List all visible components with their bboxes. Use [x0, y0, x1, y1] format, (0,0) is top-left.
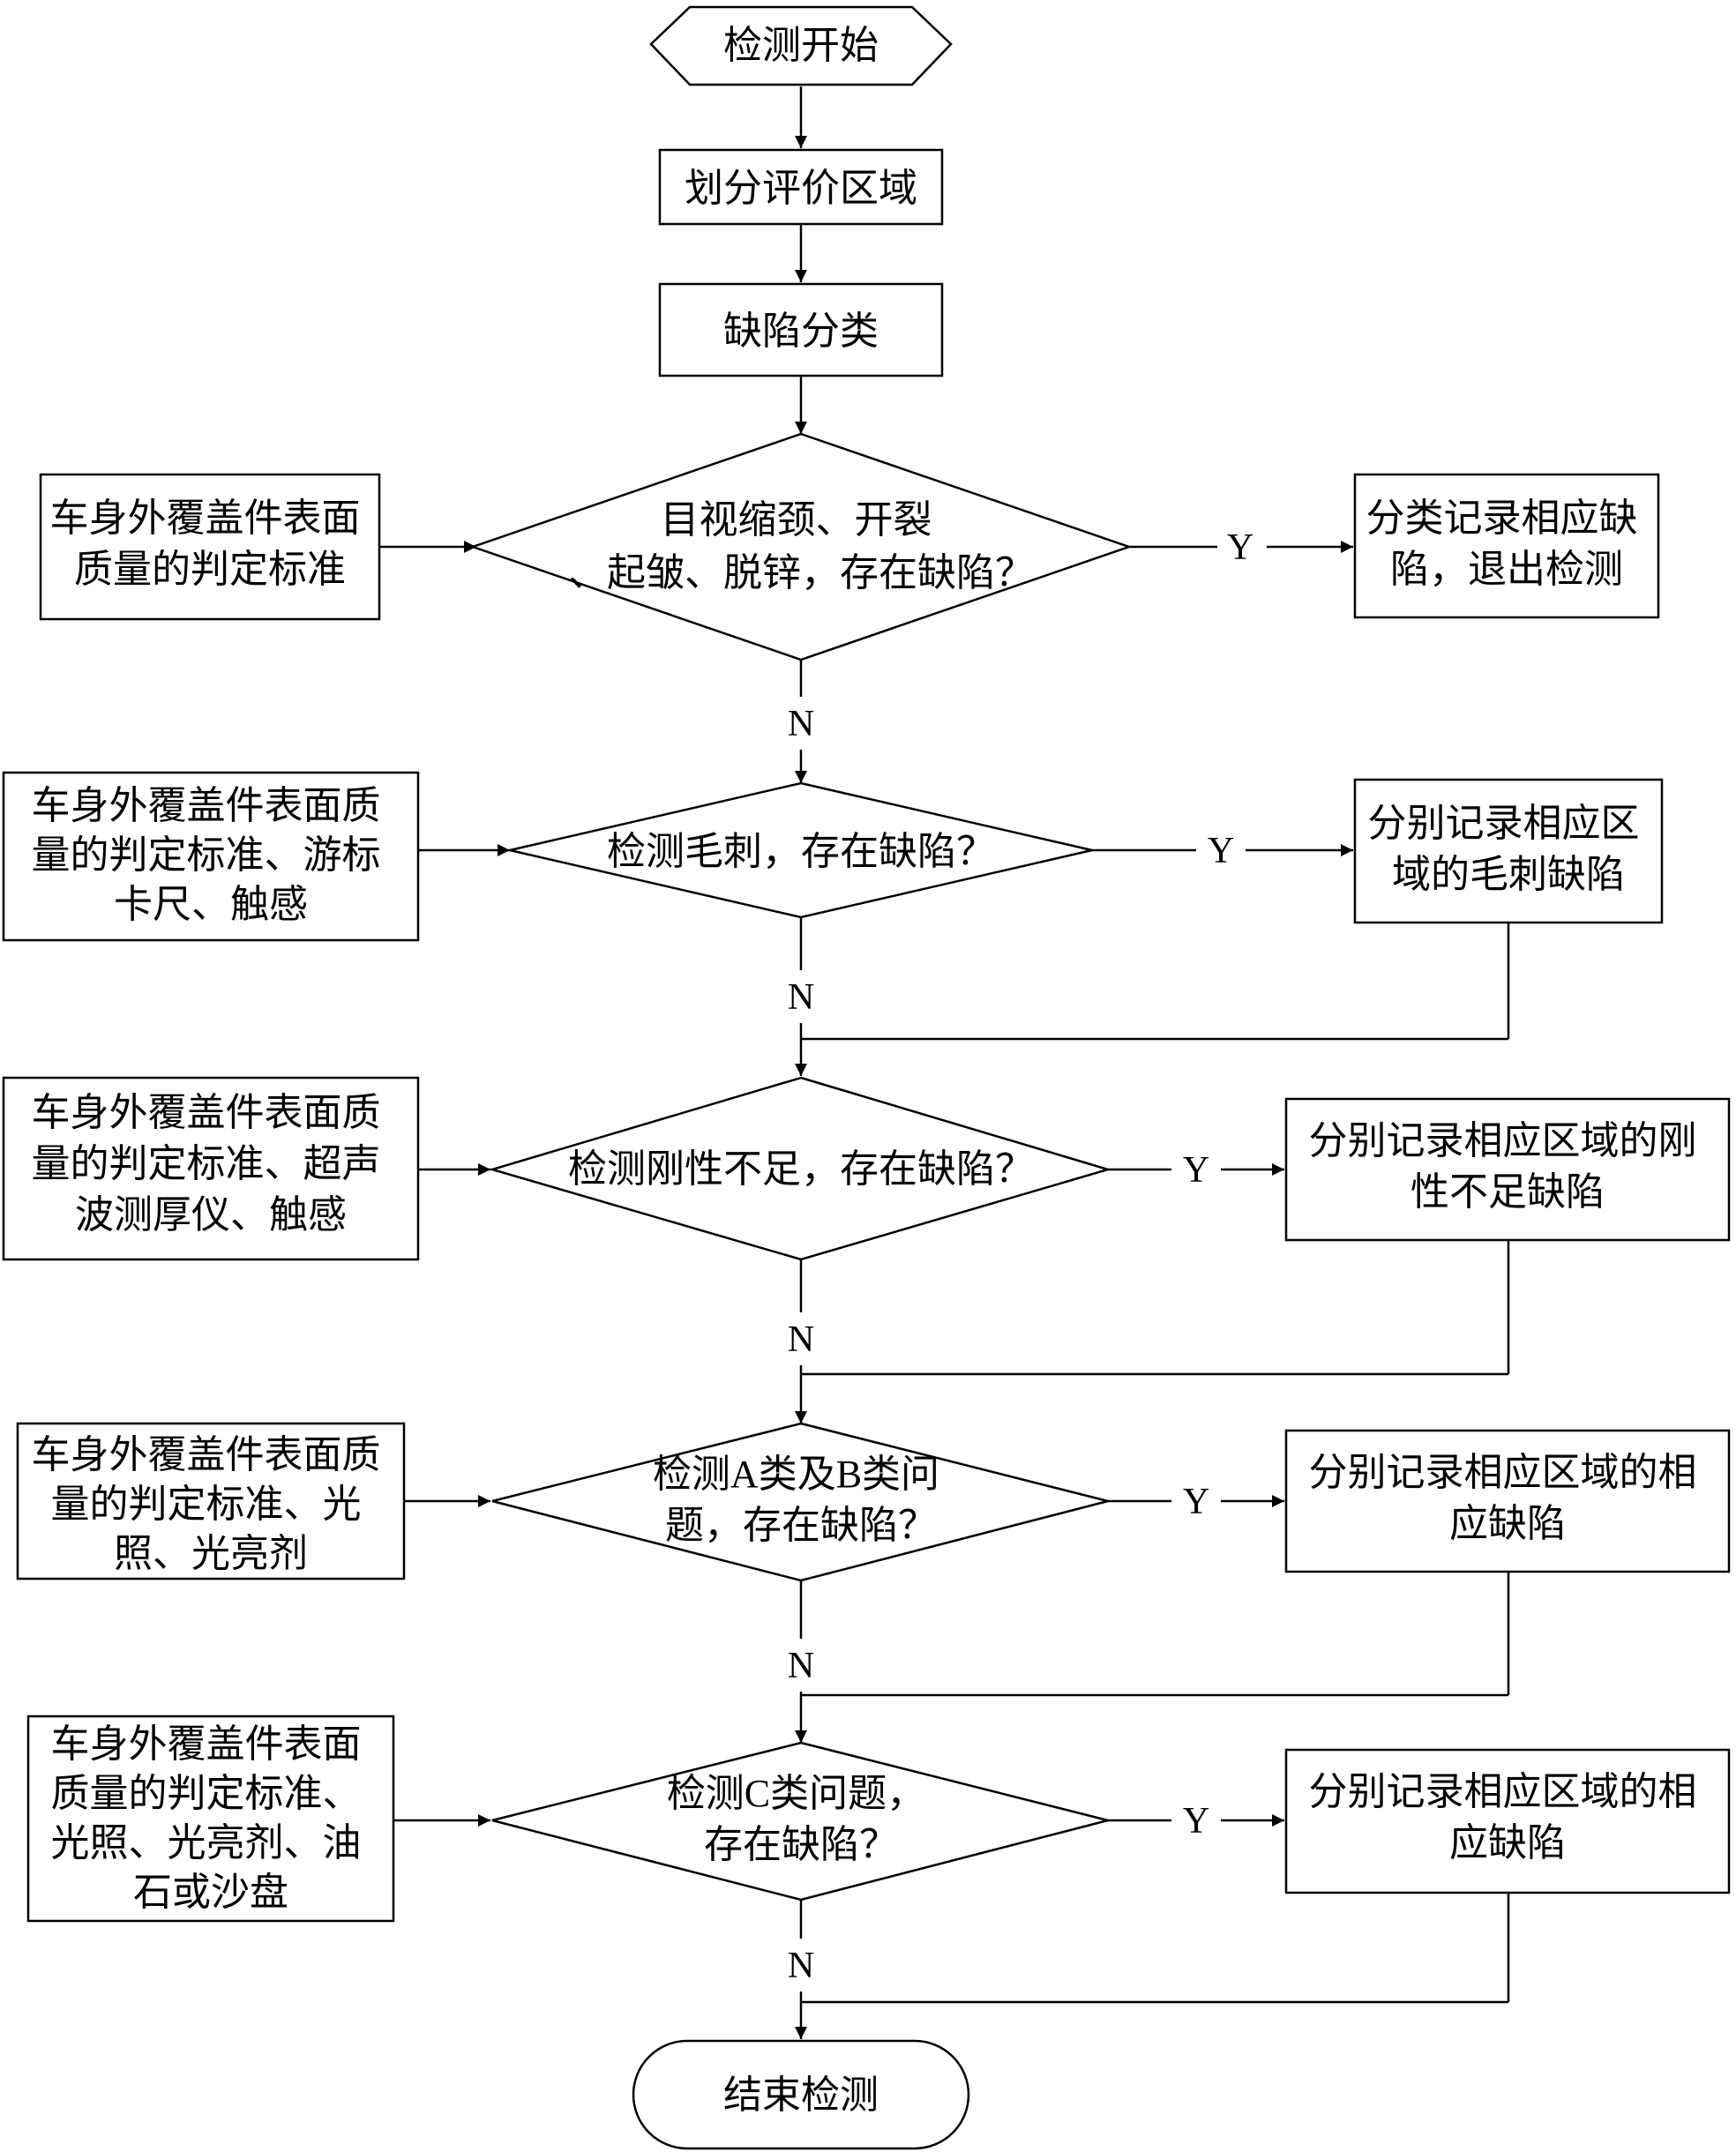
result3-text: 分别记录相应区域的刚 性不足缺陷 — [1309, 1119, 1707, 1214]
criteria1-text: 车身外覆盖件表面 质量的判定标准 — [50, 497, 370, 591]
start-label: 检测开始 — [723, 24, 879, 67]
criteria5-text: 车身外覆盖件表面 质量的判定标准、 光照、光亮剂、油 石或沙盘 — [51, 1722, 371, 1914]
result-box-5: 分别记录相应区域的相 应缺陷 — [1284, 1748, 1731, 1894]
decision1-question: 目视缩颈、开裂 、起皱、脱锌，存在缺陷？ — [568, 498, 1034, 594]
no-label-4: N — [788, 1646, 814, 1686]
result-box-1: 分类记录相应缺 陷，退出检测 — [1353, 473, 1660, 619]
branch-labels: Y N Y N Y N Y N Y N — [776, 520, 1267, 1991]
criteria-box-2: 车身外覆盖件表面质 量的判定标准、游标 卡尺、触感 — [2, 771, 420, 942]
connectors — [379, 86, 1510, 2039]
decision2-question: 检测毛刺，存在缺陷？ — [607, 830, 995, 873]
decision3-question: 检测刚性不足，存在缺陷？ — [568, 1147, 1034, 1191]
step-divide-regions: 划分评价区域 — [658, 148, 944, 226]
decision5-question: 检测C类问题， 存在缺陷？ — [667, 1772, 935, 1866]
decision-diamond-2: 检测毛刺，存在缺陷？ — [509, 781, 1093, 919]
result-box-2: 分别记录相应区 域的毛刺缺陷 — [1353, 778, 1664, 924]
criteria-box-5: 车身外覆盖件表面 质量的判定标准、 光照、光亮剂、油 石或沙盘 — [26, 1715, 395, 1923]
yes-label-5: Y — [1183, 1801, 1209, 1842]
step-classify-defects: 缺陷分类 — [658, 282, 944, 377]
end-label: 结束检测 — [723, 2074, 879, 2117]
criteria-box-1: 车身外覆盖件表面 质量的判定标准 — [39, 473, 381, 621]
no-label-1: N — [788, 704, 814, 744]
result4-text: 分别记录相应区域的相 应缺陷 — [1309, 1451, 1707, 1545]
yes-label-2: Y — [1208, 831, 1234, 871]
yes-label-3: Y — [1183, 1150, 1209, 1191]
criteria3-text: 车身外覆盖件表面质 量的判定标准、超声 波测厚仪、触感 — [32, 1091, 391, 1237]
result1-text: 分类记录相应缺 陷，退出检测 — [1366, 497, 1648, 591]
yes-label-1: Y — [1227, 527, 1253, 568]
end-node: 结束检测 — [632, 2039, 970, 2150]
yes-label-4: Y — [1183, 1482, 1209, 1522]
decision-diamond-3: 检测刚性不足，存在缺陷？ — [488, 1076, 1112, 1261]
decision-diamond-5: 检测C类问题， 存在缺陷？ — [491, 1741, 1109, 1902]
result-box-4: 分别记录相应区域的相 应缺陷 — [1284, 1429, 1731, 1573]
no-label-2: N — [788, 977, 814, 1018]
start-node: 检测开始 — [649, 5, 953, 86]
result2-text: 分别记录相应区 域的毛刺缺陷 — [1368, 802, 1650, 896]
decision-diamond-4: 检测A类及B类问 题，存在缺陷？ — [491, 1422, 1109, 1582]
result-box-3: 分别记录相应区域的刚 性不足缺陷 — [1284, 1097, 1731, 1242]
step2-label: 缺陷分类 — [723, 310, 879, 353]
criteria4-text: 车身外覆盖件表面质 量的判定标准、光 照、光亮剂 — [32, 1433, 391, 1575]
result5-text: 分别记录相应区域的相 应缺陷 — [1309, 1770, 1707, 1864]
step1-label: 划分评价区域 — [685, 167, 917, 210]
no-label-3: N — [788, 1319, 814, 1360]
criteria-box-3: 车身外覆盖件表面质 量的判定标准、超声 波测厚仪、触感 — [2, 1076, 420, 1261]
no-label-5: N — [788, 1946, 814, 1986]
criteria2-text: 车身外覆盖件表面质 量的判定标准、游标 卡尺、触感 — [32, 784, 391, 926]
decision4-question: 检测A类及B类问 题，存在缺陷？ — [653, 1453, 949, 1547]
criteria-box-4: 车身外覆盖件表面质 量的判定标准、光 照、光亮剂 — [16, 1422, 406, 1580]
decision-diamond-1: 目视缩颈、开裂 、起皱、脱锌，存在缺陷？ — [469, 432, 1133, 661]
